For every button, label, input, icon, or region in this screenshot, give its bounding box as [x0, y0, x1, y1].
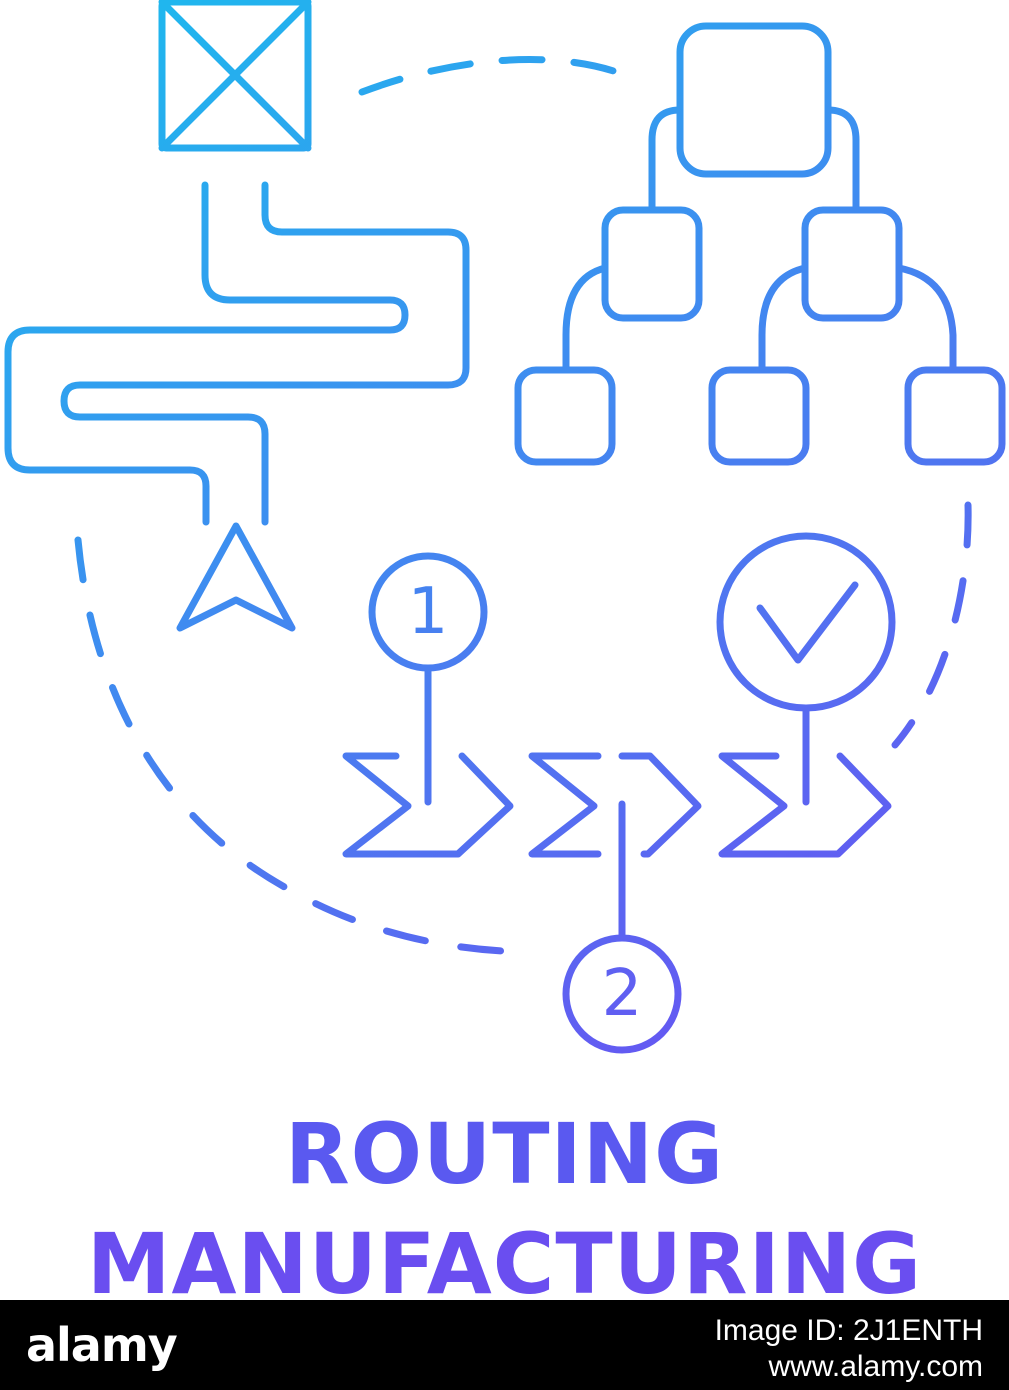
package-icon: [158, 0, 312, 152]
dashed-circle-arc: [891, 501, 972, 749]
checkmark-icon: [716, 532, 896, 806]
brand-logo: alamy: [26, 1318, 178, 1372]
caption-line-1: ROUTING: [284, 1105, 725, 1203]
stock-url[interactable]: www.alamy.com: [768, 1350, 983, 1383]
image-id: Image ID: 2J1ENTH: [714, 1314, 983, 1347]
winding-path-icon: [4, 181, 470, 526]
hierarchy-tree-icon: [514, 22, 1006, 466]
caption-line-2: MANUFACTURING: [86, 1215, 923, 1313]
step-marker-1: [368, 552, 488, 806]
process-chevrons-icon: [342, 752, 892, 858]
location-arrow-icon: [176, 522, 296, 632]
dashed-circle-arc: [74, 536, 529, 956]
step-number-1: 1: [408, 575, 449, 649]
dashed-circle-arc: [358, 56, 629, 96]
routing-manufacturing-icon: 1 2: [4, 0, 1006, 1054]
stock-footer: alamy Image ID: 2J1ENTH www.alamy.com: [0, 1300, 1009, 1390]
step-number-2: 2: [602, 957, 643, 1031]
step-marker-2: [562, 800, 682, 1054]
